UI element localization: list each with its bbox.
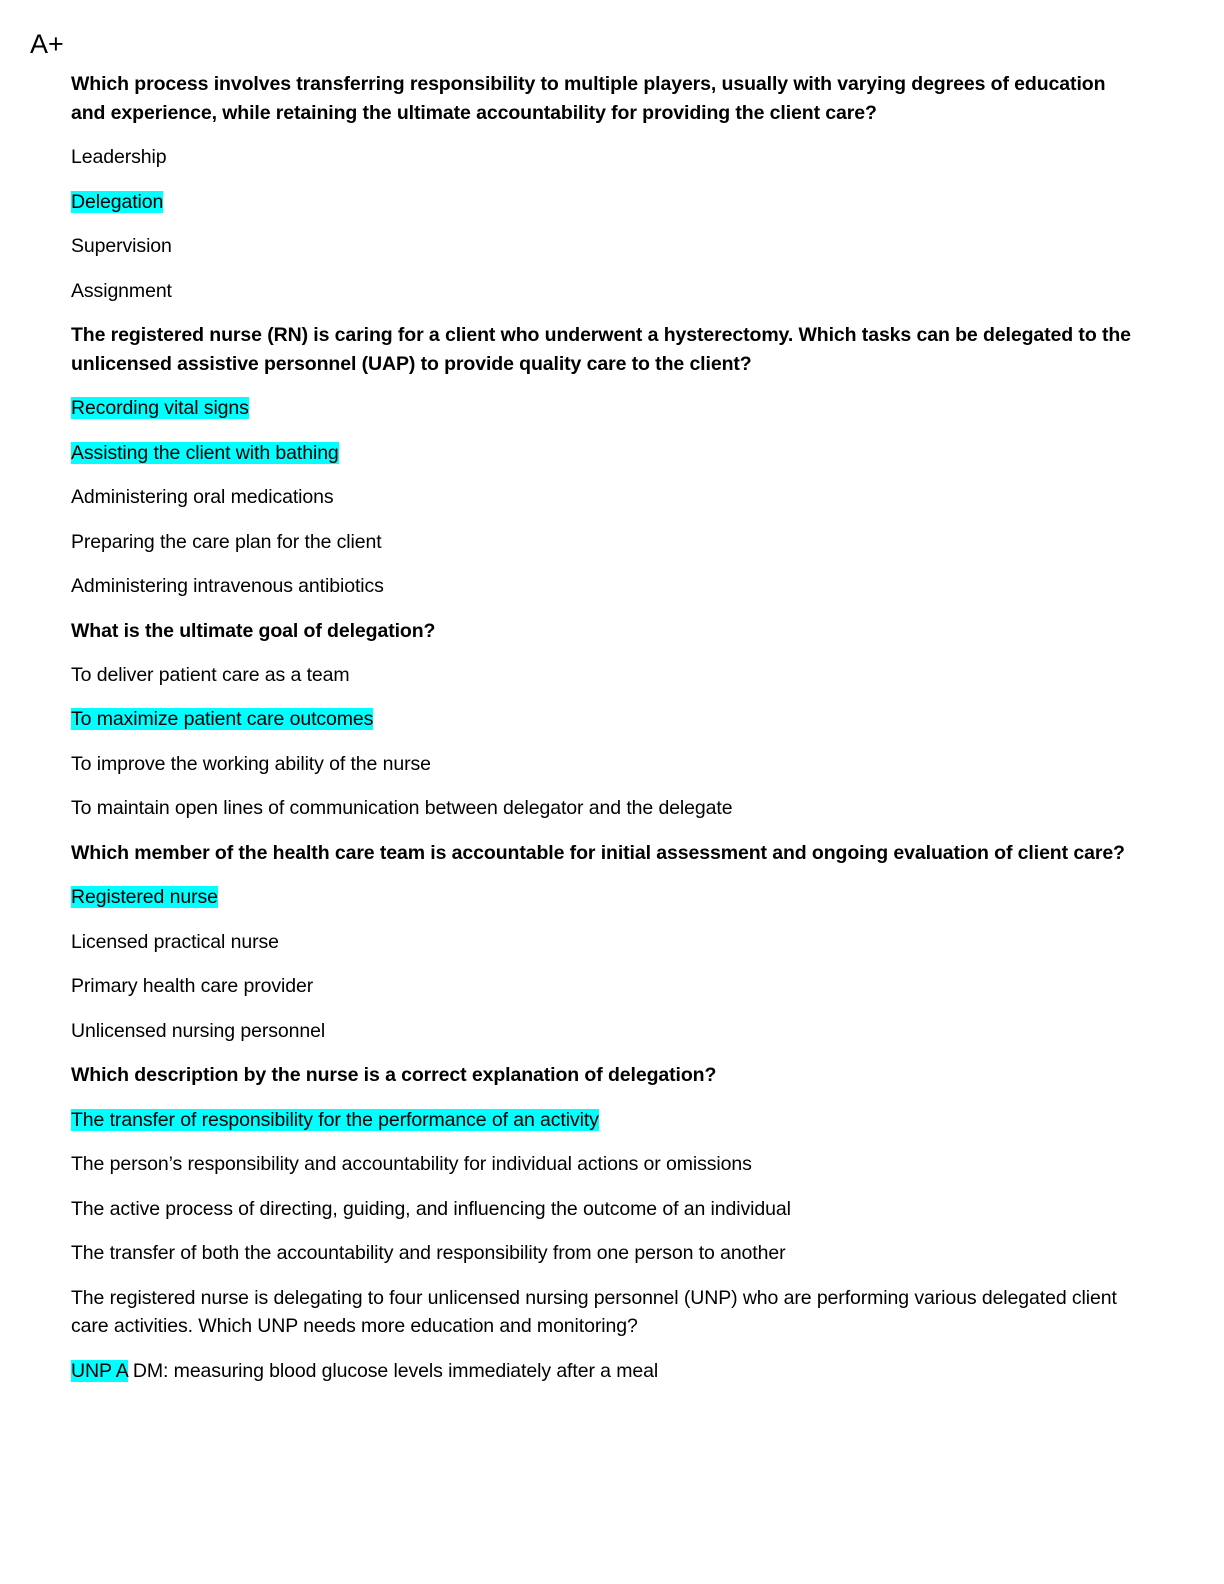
- q4-option-1: Registered nurse: [71, 883, 1131, 912]
- q1-option-3: Supervision: [71, 235, 172, 258]
- highlighted-answer: The transfer of responsibility for the p…: [71, 1108, 599, 1131]
- answer-detail: DM: measuring blood glucose levels immed…: [127, 1359, 659, 1382]
- q1-option-1: Leadership: [71, 146, 167, 169]
- q2-option-5: Administering intravenous antibiotics: [71, 575, 384, 598]
- highlighted-answer: To maximize patient care outcomes: [71, 708, 374, 731]
- q5-option-4: The transfer of both the accountability …: [71, 1242, 786, 1265]
- highlighted-answer: Recording vital signs: [71, 397, 249, 420]
- quiz-content: Which process involves transferring resp…: [71, 70, 1131, 1401]
- highlighted-answer: Assisting the client with bathing: [71, 441, 339, 464]
- q5-option-2: The person’s responsibility and accounta…: [71, 1153, 752, 1176]
- q1-option-4: Assignment: [71, 279, 172, 302]
- q3-option-3: To improve the working ability of the nu…: [71, 752, 431, 775]
- question-6: The registered nurse is delegating to fo…: [71, 1286, 1117, 1338]
- q1-option-2: Delegation: [71, 188, 1131, 217]
- q2-option-3: Administering oral medications: [71, 486, 334, 509]
- highlighted-answer: Delegation: [71, 190, 164, 213]
- question-5: Which description by the nurse is a corr…: [71, 1064, 717, 1087]
- grade-label: A+: [30, 29, 64, 59]
- q4-option-4: Unlicensed nursing personnel: [71, 1019, 326, 1042]
- q5-option-3: The active process of directing, guiding…: [71, 1197, 791, 1220]
- q2-option-1: Recording vital signs: [71, 394, 1131, 423]
- question-1: Which process involves transferring resp…: [71, 73, 1106, 124]
- q2-option-4: Preparing the care plan for the client: [71, 530, 382, 553]
- highlighted-answer: Registered nurse: [71, 886, 218, 909]
- q2-option-2: Assisting the client with bathing: [71, 439, 1131, 468]
- q6-answer: UNP A DM: measuring blood glucose levels…: [71, 1357, 1131, 1386]
- q3-option-2: To maximize patient care outcomes: [71, 705, 1131, 734]
- question-3: What is the ultimate goal of delegation?: [71, 619, 436, 642]
- q4-option-3: Primary health care provider: [71, 975, 314, 998]
- question-4: Which member of the health care team is …: [71, 841, 1125, 864]
- highlighted-answer: UNP A: [71, 1359, 128, 1382]
- q3-option-4: To maintain open lines of communication …: [71, 797, 733, 820]
- question-2: The registered nurse (RN) is caring for …: [71, 324, 1131, 375]
- q3-option-1: To deliver patient care as a team: [71, 664, 350, 686]
- q4-option-2: Licensed practical nurse: [71, 930, 279, 953]
- q5-option-1: The transfer of responsibility for the p…: [71, 1106, 1131, 1135]
